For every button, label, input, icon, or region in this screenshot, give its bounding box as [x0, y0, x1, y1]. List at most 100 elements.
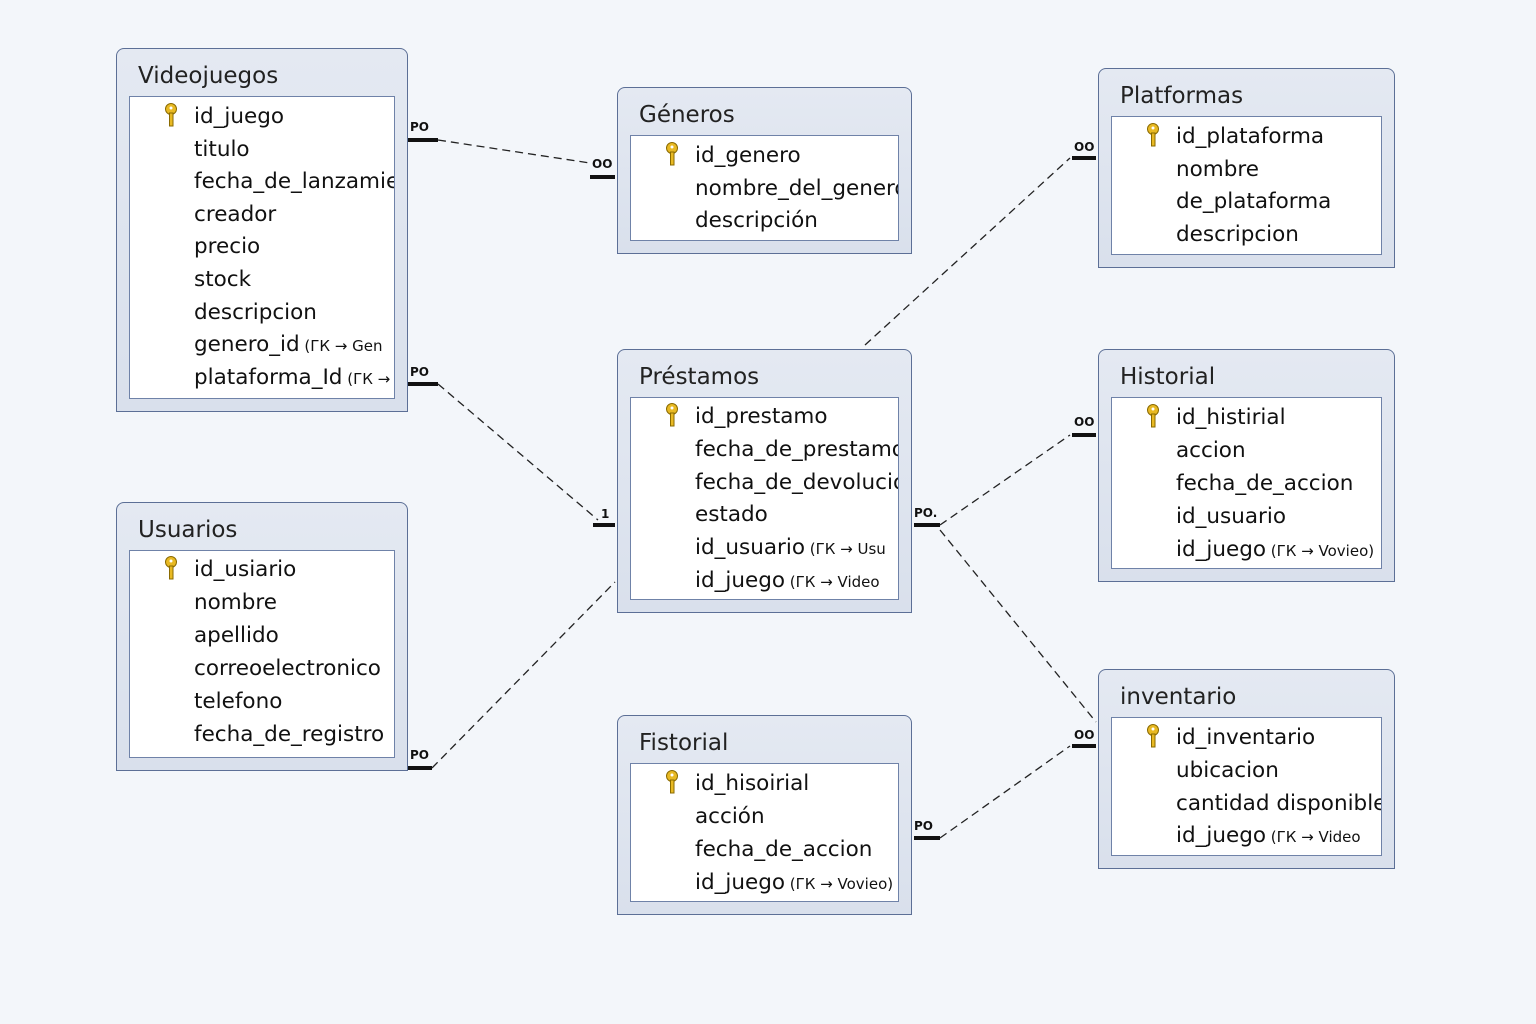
- table-title: Platformas: [1120, 83, 1244, 109]
- field-name: id_juego: [1176, 537, 1266, 562]
- primary-key-icon: [666, 403, 678, 427]
- field-row[interactable]: fecha_de_prestamo: [695, 435, 899, 465]
- field-row[interactable]: nombre: [1176, 155, 1259, 185]
- field-row[interactable]: stock: [194, 265, 251, 295]
- field-row[interactable]: id_juego (ГК → Video: [1176, 821, 1361, 851]
- field-row[interactable]: apellido: [194, 621, 279, 651]
- field-row[interactable]: id_juego (ГК → Vovieo): [695, 868, 893, 898]
- field-name: fecha_de_prestamo: [695, 436, 899, 462]
- field-name: id_usiario: [194, 557, 297, 582]
- relationship-videojuegos-prestamos[interactable]: PO1: [408, 365, 615, 527]
- cardinality-label: PO.: [914, 506, 937, 520]
- primary-key-icon: [666, 770, 678, 794]
- field-row[interactable]: descripción: [695, 206, 818, 236]
- relationship-prestamos-platformas[interactable]: OO: [864, 140, 1096, 346]
- field-row[interactable]: id_plataforma: [1176, 122, 1324, 152]
- field-row[interactable]: cantidad disponibles: [1176, 789, 1381, 819]
- field-name: id_usuario: [1176, 504, 1286, 529]
- field-name: accion: [1176, 438, 1246, 463]
- field-row[interactable]: id_usuario (ГК → Usu: [695, 533, 886, 563]
- relationship-line: [437, 139, 591, 164]
- field-name: stock: [194, 267, 252, 292]
- field-name: precio: [194, 234, 261, 260]
- field-row[interactable]: descripcion: [1176, 220, 1299, 250]
- relationship-prestamos-inventario[interactable]: [939, 529, 1097, 723]
- field-row[interactable]: fecha_de_accion: [695, 835, 872, 865]
- field-row[interactable]: acción: [695, 802, 765, 832]
- field-row[interactable]: ubicacion: [1176, 756, 1279, 786]
- field-row[interactable]: id_juego (ГК → Vovieo): [1176, 535, 1374, 565]
- foreign-key-ref: (ГК → Video: [1266, 828, 1361, 847]
- primary-key-icon: [165, 103, 177, 127]
- relationship-usuarios-prestamos[interactable]: PO: [408, 581, 616, 770]
- field-name: acción: [695, 804, 765, 829]
- cardinality-label: PO: [410, 748, 429, 762]
- field-row[interactable]: id_juego: [194, 102, 284, 132]
- table-title: Videojuegos: [138, 63, 279, 89]
- field-name: apellido: [194, 623, 279, 648]
- field-name: id_juego: [194, 104, 284, 129]
- primary-key-icon: [165, 556, 177, 580]
- field-name: correoelectronico: [194, 656, 381, 681]
- field-row[interactable]: fecha_de_lanzamien: [194, 167, 394, 197]
- field-row[interactable]: nombre_del_genero: [695, 174, 898, 204]
- relationship-line: [864, 157, 1071, 346]
- field-row[interactable]: descripcion: [194, 298, 317, 328]
- field-row[interactable]: fecha_de_registro: [194, 720, 384, 750]
- field-row[interactable]: estado: [695, 500, 768, 530]
- field-name: id_prestamo: [695, 404, 828, 429]
- field-row[interactable]: telefono: [194, 687, 282, 717]
- field-name: id_histirial: [1176, 405, 1286, 430]
- relationship-line: [437, 383, 599, 521]
- field-row[interactable]: id_genero: [695, 141, 801, 171]
- field-row[interactable]: accion: [1176, 436, 1246, 466]
- field-row[interactable]: genero_id (ГК → Gen: [194, 330, 383, 360]
- field-row[interactable]: id_usuario: [1176, 502, 1286, 532]
- field-row[interactable]: id_inventario: [1176, 723, 1315, 753]
- cardinality-label: OO: [1074, 140, 1094, 154]
- field-row[interactable]: id_juego (ГК → Video: [695, 566, 880, 596]
- field-name: id_juego: [1176, 823, 1266, 849]
- field-row[interactable]: nombre: [194, 588, 277, 618]
- foreign-key-ref: (ГК → Vovieo): [785, 875, 894, 893]
- table-title: Préstamos: [639, 364, 760, 390]
- field-name: creador: [194, 201, 277, 227]
- cardinality-label: OO: [1074, 728, 1094, 742]
- field-row[interactable]: fecha_de_accion: [1176, 469, 1353, 499]
- table-title: inventario: [1120, 684, 1237, 710]
- field-row[interactable]: id_hisoirial: [695, 769, 809, 799]
- field-row[interactable]: id_histirial: [1176, 403, 1286, 433]
- field-row[interactable]: precio: [194, 232, 260, 262]
- field-row[interactable]: titulo: [194, 135, 250, 165]
- field-row[interactable]: id_usiario: [194, 555, 296, 585]
- field-row[interactable]: de_plataforma: [1176, 187, 1331, 217]
- relationship-prestamos-historial[interactable]: PO. OO: [914, 415, 1096, 527]
- primary-key-icon: [1147, 404, 1159, 428]
- field-row[interactable]: plataforma_Id (ГК →: [194, 363, 390, 393]
- field-row[interactable]: fecha_de_devolucion: [695, 468, 898, 498]
- field-row[interactable]: id_prestamo: [695, 402, 828, 432]
- field-name: descripcion: [194, 299, 317, 325]
- field-row[interactable]: correoelectronico: [194, 654, 381, 684]
- cardinality-label: OO: [1074, 415, 1094, 429]
- table-title: Historial: [1120, 364, 1216, 390]
- field-row[interactable]: creador: [194, 200, 276, 230]
- field-name: id_juego: [695, 870, 785, 895]
- field-name: titulo: [194, 136, 250, 162]
